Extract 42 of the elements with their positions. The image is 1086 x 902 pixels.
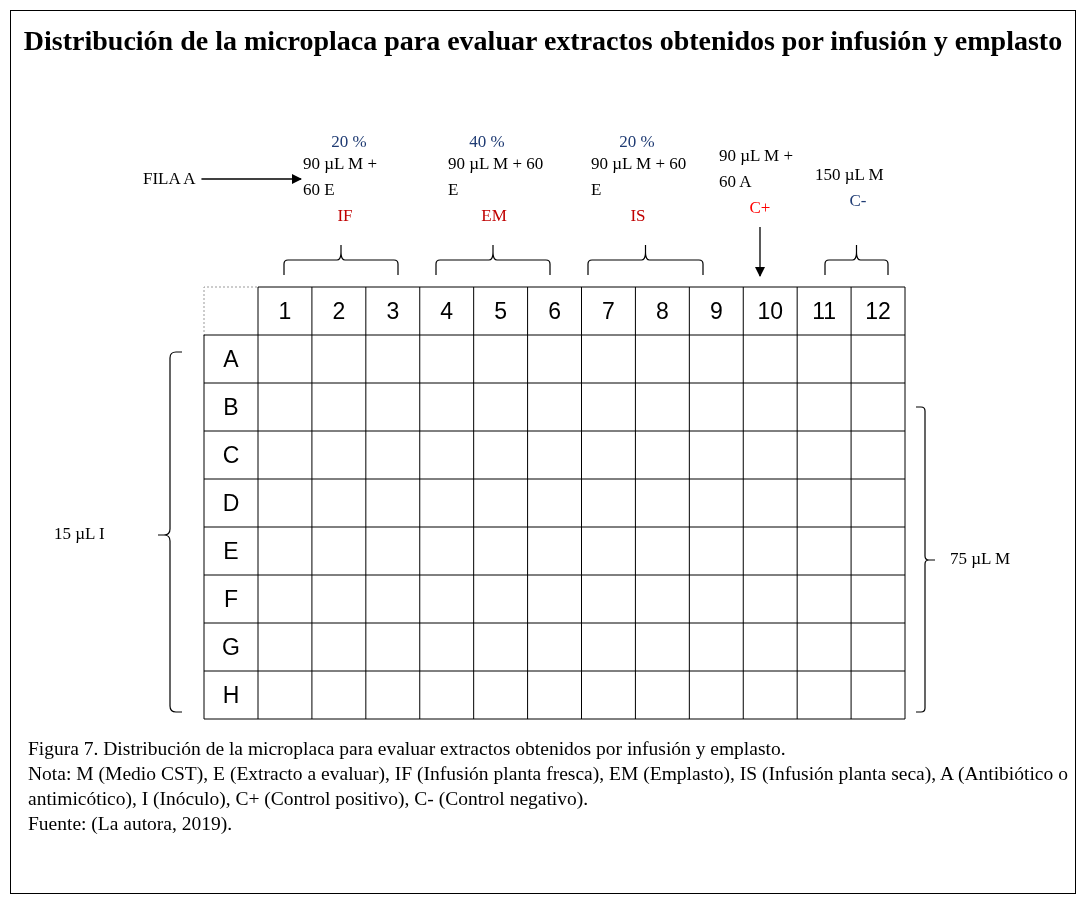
arrow [755,226,765,277]
row-letter: D [222,489,240,517]
column-number: 4 [440,297,454,325]
treatment-code: IS [629,205,647,227]
column-number: 12 [865,297,891,325]
row-letter: C [222,441,240,469]
column-number: 6 [548,297,561,325]
volume-label: 90 µL M + 60 A [719,145,794,193]
row-label: FILA A [143,166,196,192]
percentage-label: 40 % [468,133,506,151]
column-number: 2 [332,297,346,325]
column-number: 7 [602,297,615,325]
percentage-label: 20 % [618,133,656,151]
volume-label: 90 µL M + 60 E [448,153,545,201]
figure-caption: Figura 7. Distribución de la microplaca para evaluar extractos obtenidos por infusión y emplasto. [28,737,787,761]
row-letter: G [222,633,240,661]
row-letter: B [223,393,239,421]
volume-label: 15 µL I [54,524,105,544]
column-number: 9 [709,297,723,325]
control-code: C+ [748,197,772,219]
note-text: Fuente: (La autora, 2019). [28,812,234,836]
column-number: 3 [386,297,400,325]
treatment-code: EM [480,205,508,227]
row-letter: F [223,585,239,613]
volume-label: 90 µL M + 60 E [303,153,378,201]
note-text: Nota: M (Medio CST), E (Extracto a evaluar), IF (Infusión planta fresca), EM (Emplasto), IS (Infusión planta seca), A (Antibiótico o antimicótico), I (Inóculo), C+ (Control positivo), C- (Control negativo). [28,762,1068,811]
volume-label: 75 µL M [950,549,1011,569]
volume-label: 90 µL M + 60 E [591,153,688,201]
volume-label: 150 µL M [815,164,885,186]
column-number: 1 [278,297,292,325]
row-letter: H [222,681,240,709]
percentage-label: 20 % [330,133,368,151]
column-number: 10 [757,297,783,325]
treatment-code: IF [336,205,354,227]
row-letter: A [223,345,239,373]
column-number: 5 [494,297,507,325]
row-letter: E [223,537,239,565]
control-code: C- [848,190,868,212]
column-number: 11 [812,297,837,325]
figure-title: Distribución de la microplaca para evaluar extractos obtenidos por infusión y emplasto [22,24,1064,58]
column-number: 8 [656,297,669,325]
arrow [200,174,302,184]
